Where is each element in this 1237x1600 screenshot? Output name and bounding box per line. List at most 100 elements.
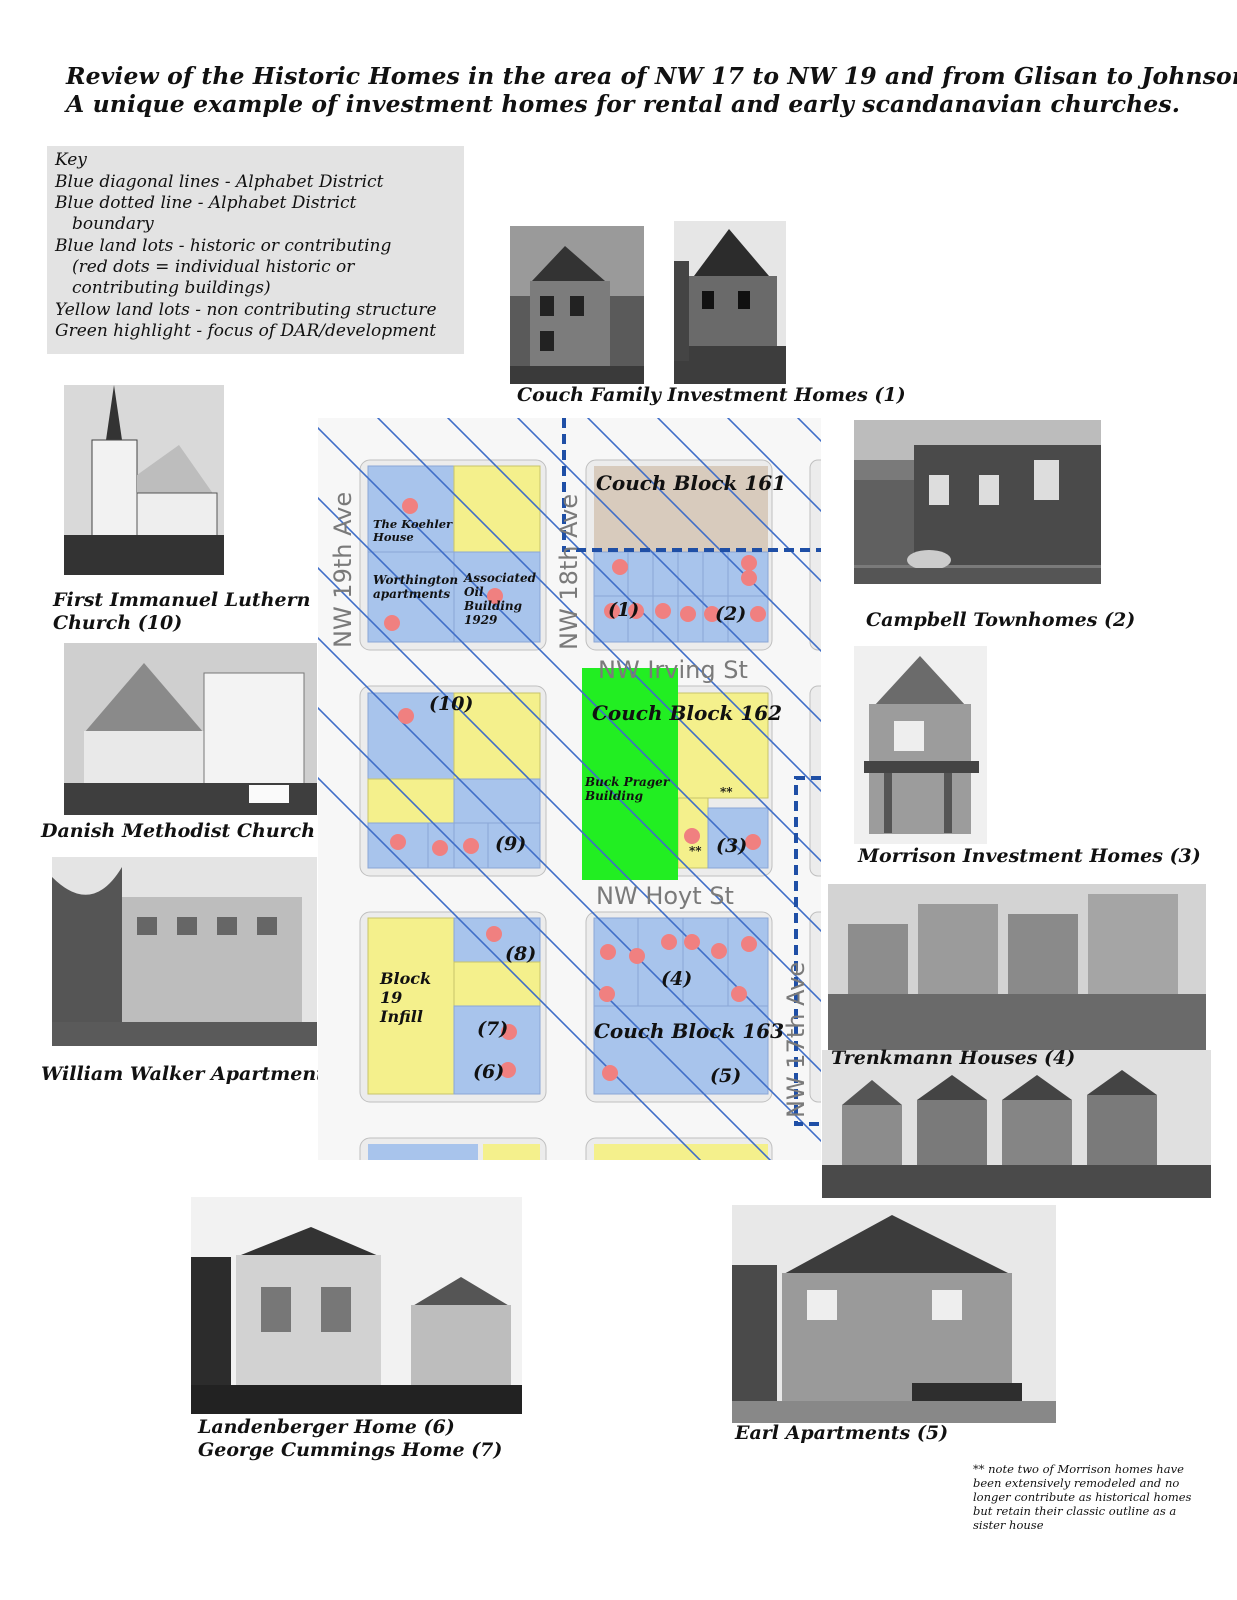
- caption-danish: Danish Methodist Church (9): [41, 820, 353, 842]
- street-nw19: NW 19th Ave: [329, 492, 357, 648]
- label-worthington: Worthington: [373, 573, 458, 587]
- key-item: Blue diagonal lines - Alphabet District: [55, 172, 384, 192]
- trenkmann-photo-a: [828, 884, 1206, 1050]
- caption-trenkmann: Trenkmann Houses (4): [831, 1047, 1076, 1069]
- key-heading: Key: [55, 150, 87, 170]
- label-site-6: (6): [473, 1061, 504, 1083]
- key-item: boundary: [72, 214, 154, 234]
- historic-dot: [741, 570, 757, 586]
- district-map: NW 19th Ave NW 18th Ave NW 17th Ave NW I…: [318, 418, 821, 1160]
- street-nw18: NW 18th Ave: [555, 494, 583, 650]
- label-block-19: 19: [380, 988, 402, 1007]
- key-item: contributing buildings): [72, 278, 271, 298]
- historic-dot: [731, 986, 747, 1002]
- focus-area: [582, 668, 678, 880]
- couch-family-photo-a: [510, 226, 644, 384]
- noncontributing-lot: [367, 917, 455, 1095]
- key-item: Yellow land lots - non contributing stru…: [55, 300, 437, 320]
- historic-dot: [629, 948, 645, 964]
- historic-dot: [655, 603, 671, 619]
- label-site-8: (8): [505, 943, 536, 965]
- historic-building-dots: [384, 498, 766, 1081]
- block-outline: [809, 459, 821, 651]
- block-outline: [809, 911, 821, 1103]
- historic-dot: [398, 708, 414, 724]
- historic-dot: [600, 944, 616, 960]
- key-item: Blue land lots - historic or contributin…: [55, 236, 392, 256]
- label-site-7: (7): [477, 1018, 508, 1040]
- district-boundary: [794, 776, 821, 1126]
- historic-dot: [684, 828, 700, 844]
- historic-dot: [741, 555, 757, 571]
- campbell-photo: [854, 420, 1101, 584]
- historic-dot: [680, 606, 696, 622]
- historic-lot: [453, 778, 541, 824]
- key-item: Blue dotted line - Alphabet District: [55, 193, 357, 213]
- label-worthington: apartments: [373, 587, 450, 601]
- label-site-4: (4): [661, 968, 692, 990]
- morrison-photo: [854, 646, 987, 844]
- label-remodeled-mark: **: [720, 785, 733, 799]
- label-associated-oil: Building: [463, 599, 522, 613]
- district-boundary: [562, 418, 821, 552]
- landenberger-photo: [191, 1197, 522, 1414]
- caption-first-immanuel-line1: First Immanuel Luthern: [53, 589, 311, 611]
- title-line-1: Review of the Historic Homes in the area…: [66, 62, 1237, 90]
- historic-dot: [711, 943, 727, 959]
- historic-lot: [707, 807, 769, 869]
- page-title: Review of the Historic Homes in the area…: [66, 62, 1237, 118]
- caption-first-immanuel-line2: Church (10): [53, 612, 183, 634]
- historic-dot: [486, 926, 502, 942]
- label-block-19: Infill: [379, 1007, 423, 1026]
- caption-cummings: George Cummings Home (7): [198, 1439, 503, 1461]
- noncontributing-lot: [453, 961, 541, 1007]
- label-site-2: (2): [715, 603, 746, 625]
- historic-dot: [750, 606, 766, 622]
- caption-william-walker: William Walker Apartments (8): [41, 1063, 374, 1085]
- caption-couch-family: Couch Family Investment Homes (1): [517, 384, 906, 406]
- label-block-163: Couch Block 163: [594, 1019, 784, 1043]
- footnote: ** note two of Morrison homes have been …: [973, 1462, 1192, 1532]
- key-item: Green highlight - focus of DAR/developme…: [55, 321, 437, 341]
- label-associated-oil: Associated: [463, 571, 537, 585]
- label-remodeled-mark: **: [689, 844, 702, 858]
- church-photo: [64, 385, 224, 575]
- label-koehler: The Koehler: [373, 517, 453, 531]
- label-site-10: (10): [429, 693, 473, 715]
- historic-dot: [612, 559, 628, 575]
- map-key: Key Blue diagonal lines - Alphabet Distr…: [47, 146, 464, 354]
- historic-dot: [604, 603, 620, 619]
- historic-dot: [704, 606, 720, 622]
- historic-dot: [745, 834, 761, 850]
- label-site-9: (9): [495, 833, 526, 855]
- label-block-162: Couch Block 162: [592, 701, 782, 725]
- historic-dot: [628, 603, 644, 619]
- historic-dot: [432, 840, 448, 856]
- caption-morrison: Morrison Investment Homes (3): [858, 845, 1201, 867]
- historic-dot: [402, 498, 418, 514]
- historic-dot: [661, 934, 677, 950]
- title-line-2: A unique example of investment homes for…: [66, 90, 1181, 118]
- historic-dot: [463, 838, 479, 854]
- historic-dot: [684, 934, 700, 950]
- historic-dot: [501, 1024, 517, 1040]
- earl-photo: [732, 1205, 1056, 1423]
- label-site-5: (5): [710, 1065, 741, 1087]
- label-site-3: (3): [716, 835, 747, 857]
- noncontributing-lot: [453, 692, 541, 780]
- couch-block-161-lot: [594, 466, 768, 552]
- danish-church-photo: [64, 643, 317, 815]
- historic-lot: [367, 692, 455, 780]
- label-buck-prager: Building: [584, 789, 643, 803]
- caption-earl: Earl Apartments (5): [735, 1422, 949, 1444]
- label-site-1: (1): [608, 599, 639, 621]
- historic-dot: [500, 1062, 516, 1078]
- caption-campbell: Campbell Townhomes (2): [866, 609, 1136, 631]
- label-block-161: Couch Block 161: [596, 471, 786, 495]
- noncontributing-lot: [453, 465, 541, 553]
- historic-dot: [741, 936, 757, 952]
- caption-landenberger: Landenberger Home (6): [198, 1416, 455, 1438]
- couch-family-photo-b: [674, 221, 786, 384]
- street-irving: NW Irving St: [598, 656, 748, 684]
- historic-dot: [487, 588, 503, 604]
